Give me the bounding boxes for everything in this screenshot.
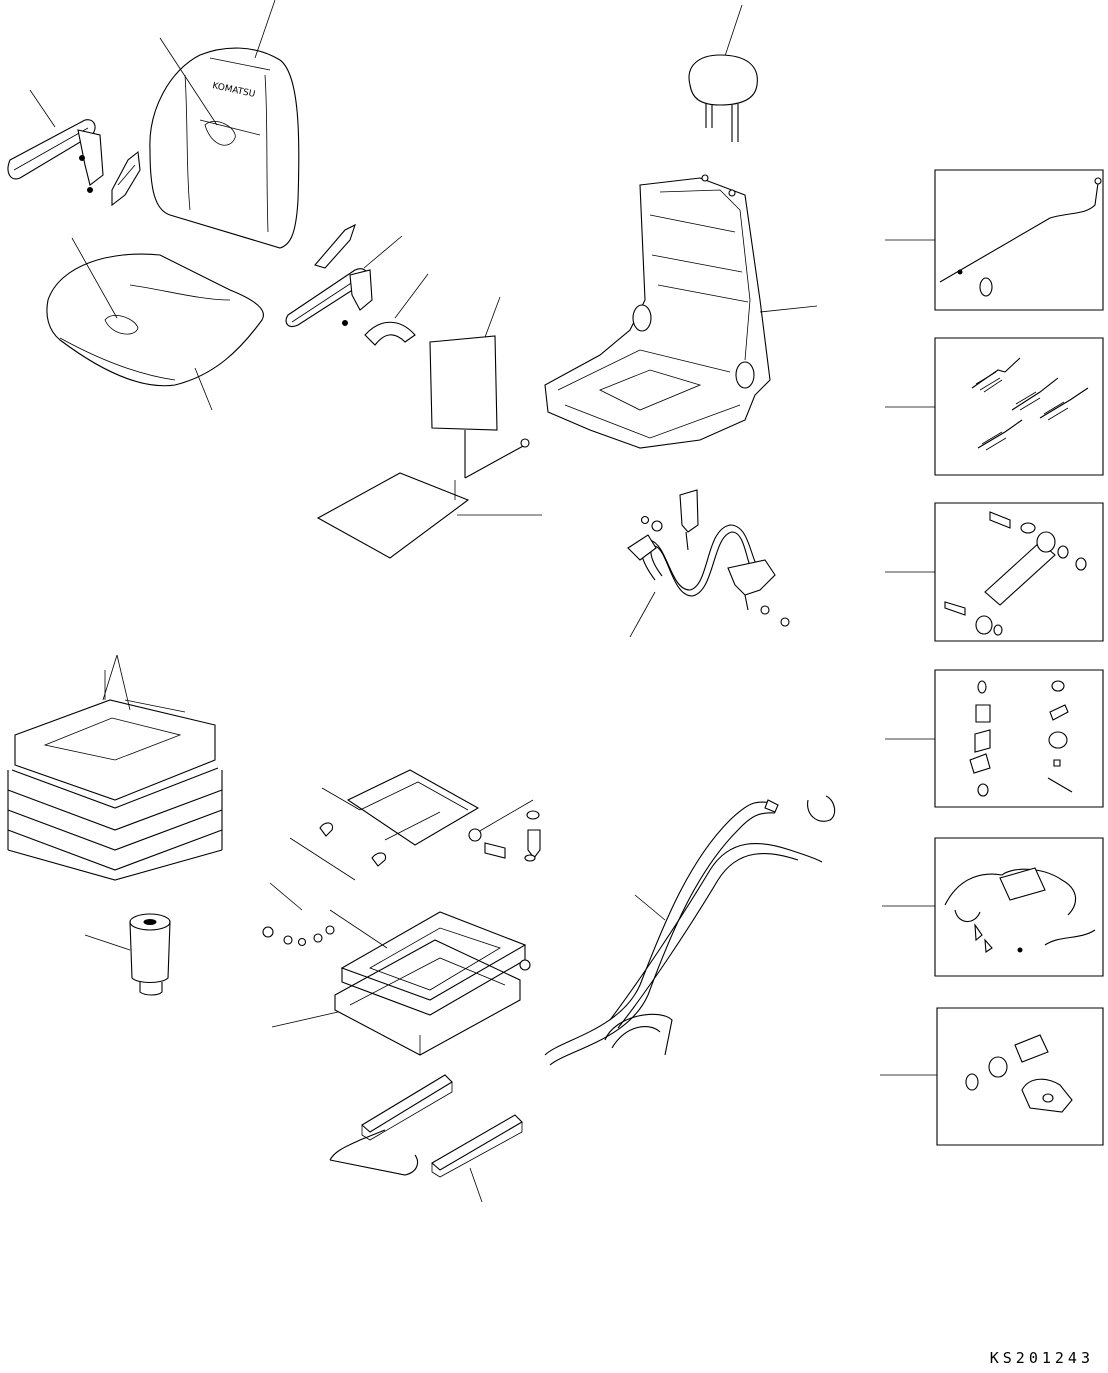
cushion-pad-parts <box>318 322 529 558</box>
kit-box-small-parts <box>935 670 1103 807</box>
brand-mark: KOMATSU <box>211 81 256 100</box>
seat-cushion <box>47 254 264 386</box>
air-cylinder <box>130 914 170 995</box>
slide-upper-bracket <box>320 770 540 866</box>
seat-belt <box>628 490 789 626</box>
headrest <box>689 55 757 142</box>
seat-frame <box>545 175 770 448</box>
slide-rail-assembly <box>263 912 530 1055</box>
suspension-bellows <box>8 670 222 880</box>
wire-harness <box>545 796 835 1065</box>
kit-box-switch <box>937 1008 1103 1145</box>
seat-back-cushion: KOMATSU <box>150 48 299 248</box>
left-armrest <box>8 120 140 205</box>
leader-lines <box>30 0 937 1202</box>
kit-box-wiring <box>935 838 1103 976</box>
kit-box-springs <box>935 338 1103 475</box>
kit-box-cable <box>935 170 1103 310</box>
right-armrest <box>286 225 372 327</box>
lower-rails <box>330 1075 522 1177</box>
drawing-code: KS201243 <box>989 1349 1094 1367</box>
kit-box-shock <box>935 503 1103 641</box>
